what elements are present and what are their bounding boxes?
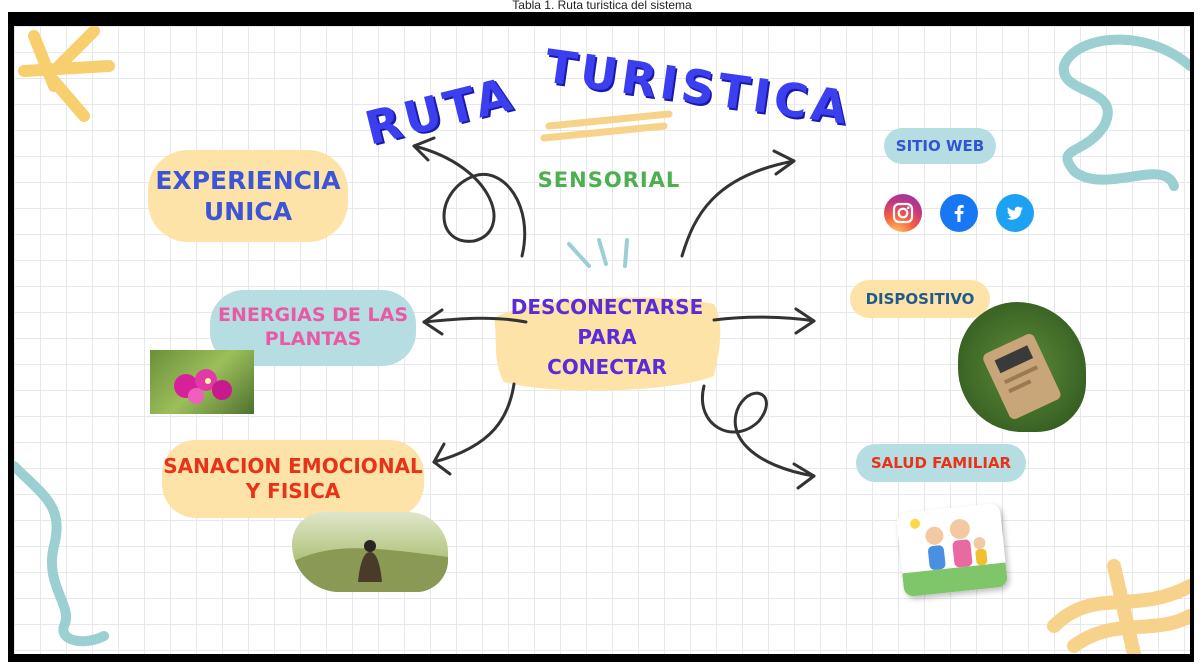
- decorations: [14, 26, 1190, 654]
- node-sitio-web: SITIO WEB: [884, 128, 996, 164]
- device-photo: [958, 302, 1086, 432]
- node-line: SANACION EMOCIONAL: [163, 454, 423, 478]
- burst-lines: [567, 238, 629, 268]
- subtitle-sensorial: SENSORIAL: [537, 168, 681, 192]
- node-sanacion-emocional: SANACION EMOCIONAL Y FISICA: [162, 440, 424, 518]
- orchid-photo: [150, 350, 254, 414]
- title-underline: [540, 110, 673, 142]
- meditation-photo: [292, 512, 448, 592]
- squiggle-decoration: [14, 461, 109, 647]
- node-line: Y FISICA: [245, 479, 341, 503]
- connector-arrows: [412, 136, 816, 490]
- center-line-1: DESCONECTARSE: [510, 295, 704, 319]
- facebook-icon: [940, 194, 978, 232]
- center-line-2: PARA: [577, 325, 637, 349]
- center-node: DESCONECTARSE PARA CONECTAR: [502, 292, 712, 382]
- center-brush: [494, 297, 721, 391]
- center-line-3: CONECTAR: [547, 355, 667, 379]
- instagram-icon: [884, 194, 922, 232]
- scribble-decoration: [1047, 559, 1190, 654]
- node-dispositivo: DISPOSITIVO: [850, 280, 990, 318]
- mind-map-canvas: RUTA TURISTICA SENSORIAL DESCONECTARSE P…: [14, 26, 1190, 654]
- node-line: UNICA: [203, 197, 293, 226]
- node-salud-familiar: SALUD FAMILIAR: [856, 444, 1026, 482]
- node-line: EXPERIENCIA: [155, 165, 341, 195]
- node-line: PLANTAS: [264, 328, 362, 350]
- family-sticker: [895, 502, 1009, 598]
- squiggle-decoration: [1058, 34, 1190, 191]
- node-line: ENERGIAS DE LAS: [217, 304, 409, 327]
- sparkle-decoration: [18, 26, 115, 122]
- figure-caption: Tabla 1. Ruta turistica del sistema: [512, 0, 692, 12]
- twitter-icon: [996, 194, 1034, 232]
- node-experiencia-unica: EXPERIENCIA UNICA: [148, 150, 348, 242]
